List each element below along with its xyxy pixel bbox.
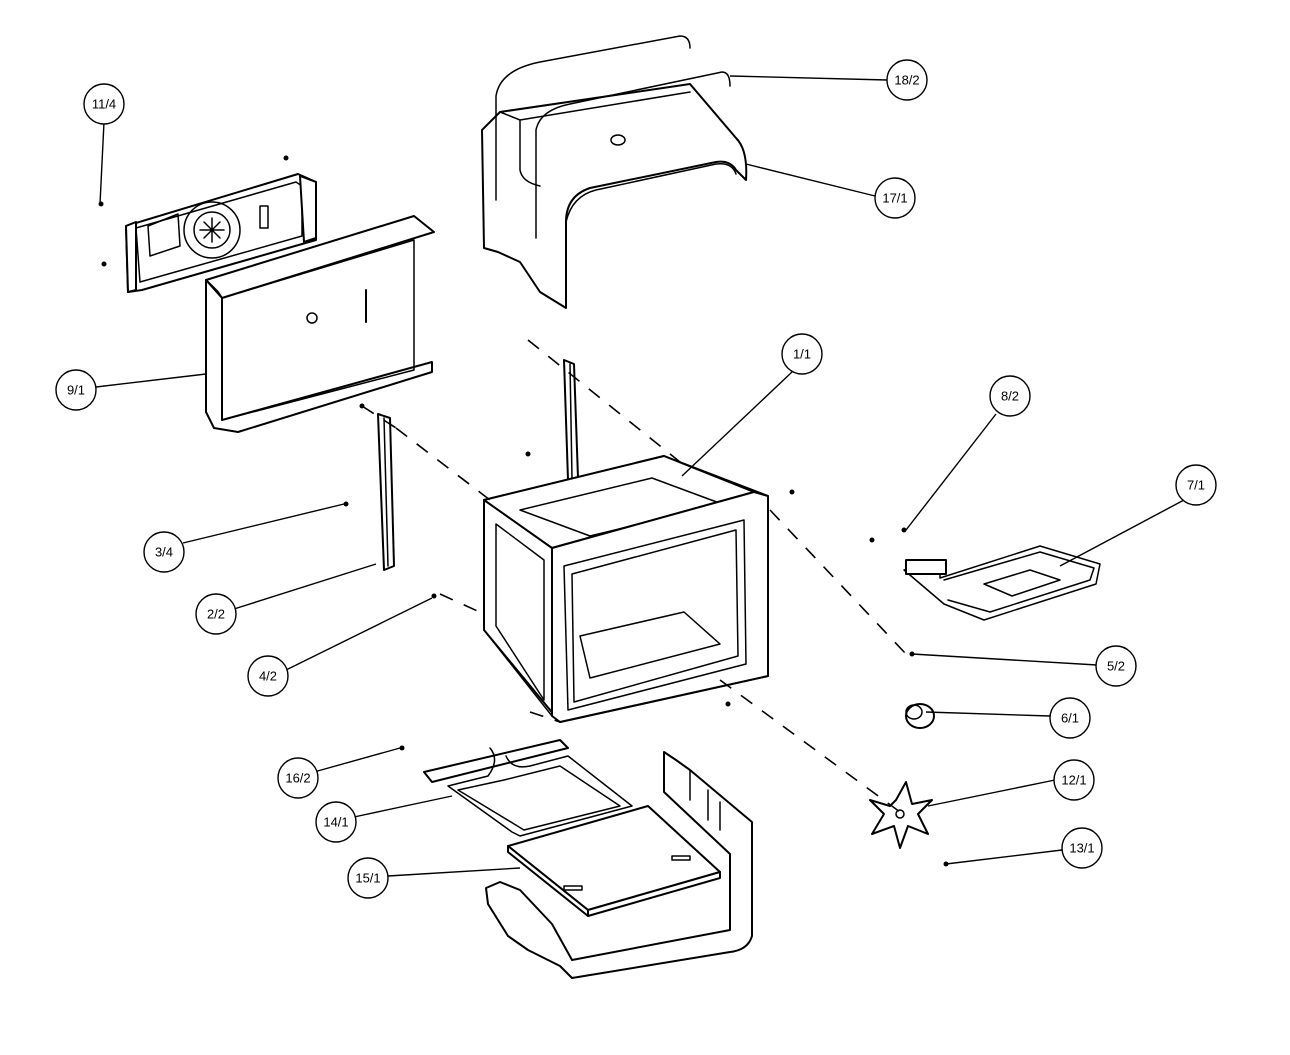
bottom-plate (507, 805, 721, 917)
callout-5-2: 5/2 (1095, 645, 1137, 687)
svg-text:11/4: 11/4 (92, 97, 116, 112)
screw-icon (869, 537, 875, 543)
top-insulation-cover (481, 83, 748, 309)
leader-lines (95, 75, 1185, 877)
svg-text:2/2: 2/2 (207, 607, 225, 622)
screw-icon (101, 261, 107, 267)
callout-6-1: 6/1 (1049, 697, 1091, 739)
callout-15-1: 15/1 (347, 857, 389, 899)
svg-text:1/1: 1/1 (793, 347, 811, 362)
svg-text:15/1: 15/1 (355, 871, 380, 886)
callout-8-2: 8/2 (989, 375, 1031, 417)
svg-text:6/1: 6/1 (1061, 711, 1079, 726)
screw-icon (359, 403, 365, 409)
assembly-lines (361, 339, 907, 813)
svg-text:16/2: 16/2 (285, 771, 310, 786)
callout-1-1: 1/1 (781, 333, 823, 375)
svg-text:14/1: 14/1 (323, 815, 348, 830)
screw-icon (283, 155, 289, 161)
callout-18-2: 18/2 (886, 59, 928, 101)
callout-13-1: 13/1 (1061, 827, 1103, 869)
callout-2-2: 2/2 (195, 593, 237, 635)
callout-4-2: 4/2 (247, 655, 289, 697)
callout-16-2: 16/2 (277, 757, 319, 799)
screws (98, 155, 949, 867)
callout-11-4: 11/4 (83, 83, 125, 125)
screw-icon (431, 593, 437, 599)
screw-icon (725, 701, 731, 707)
callout-7-1: 7/1 (1175, 464, 1217, 506)
screw-icon (901, 527, 907, 533)
wiring-harness (495, 35, 731, 239)
back-panel (205, 215, 435, 433)
screw-icon (789, 489, 795, 495)
svg-text:17/1: 17/1 (882, 191, 907, 206)
lower-insulation-cover (485, 751, 753, 979)
fan-blade (869, 781, 933, 849)
left-shelf-rack (377, 413, 395, 571)
svg-text:7/1: 7/1 (1187, 478, 1205, 493)
oven-lamp (905, 703, 935, 729)
svg-text:12/1: 12/1 (1061, 773, 1086, 788)
screw-icon (98, 201, 104, 207)
svg-text:13/1: 13/1 (1069, 841, 1094, 856)
bottom-heating-element (423, 739, 633, 837)
svg-text:3/4: 3/4 (155, 545, 173, 560)
svg-text:5/2: 5/2 (1107, 659, 1125, 674)
svg-text:18/2: 18/2 (894, 73, 919, 88)
callout-9-1: 9/1 (55, 369, 97, 411)
screw-icon (343, 501, 349, 507)
callout-12-1: 12/1 (1053, 759, 1095, 801)
svg-text:9/1: 9/1 (67, 383, 85, 398)
grill-heating-element (903, 545, 1101, 621)
callout-17-1: 17/1 (874, 177, 916, 219)
screw-icon (399, 745, 405, 751)
rear-fan-panel (125, 173, 317, 293)
callout-3-4: 3/4 (143, 531, 185, 573)
svg-text:4/2: 4/2 (259, 669, 277, 684)
callout-14-1: 14/1 (315, 801, 357, 843)
screw-icon (525, 451, 531, 457)
oven-cavity (483, 455, 769, 723)
svg-text:8/2: 8/2 (1001, 389, 1019, 404)
